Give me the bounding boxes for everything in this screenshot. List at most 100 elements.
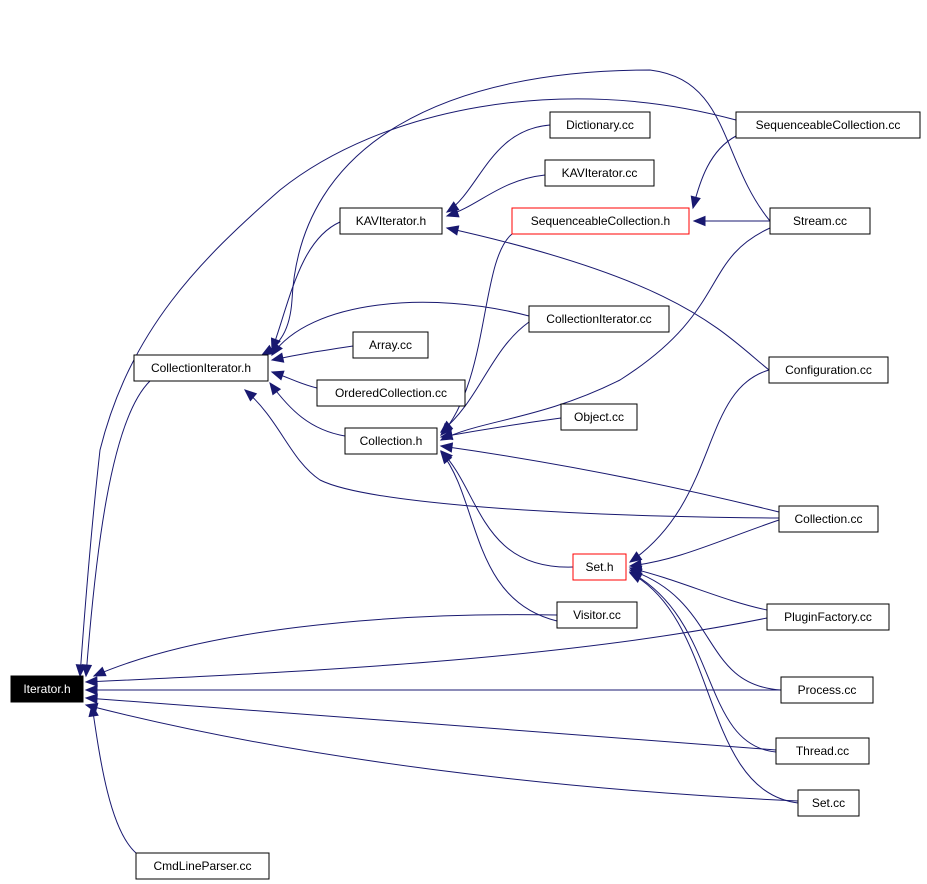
arrowhead-icon	[269, 381, 282, 396]
edge-seqcoll-cc-to-seqcoll-h	[690, 135, 737, 210]
node-label: Object.cc	[574, 410, 624, 424]
arrowhead-icon	[692, 215, 706, 227]
node-seqcoll-h[interactable]: SequenceableCollection.h	[511, 207, 690, 235]
node-set-h[interactable]: Set.h	[572, 553, 627, 581]
node-box	[797, 789, 860, 817]
edge-thread-cc-to-iterator-h	[84, 693, 777, 751]
edge-configuration-cc-to-set-h	[628, 369, 770, 563]
arrowhead-icon	[445, 225, 460, 236]
arrowhead-icon	[628, 572, 643, 583]
node-label: SequenceableCollection.cc	[756, 118, 901, 132]
arrowhead-icon	[445, 207, 460, 218]
node-box	[511, 207, 690, 235]
node-label: Iterator.h	[23, 682, 70, 696]
edge-visitor-cc-to-iterator-h	[92, 614, 558, 677]
node-array-cc[interactable]: Array.cc	[352, 331, 429, 359]
node-label: Set.cc	[812, 796, 845, 810]
node-set-cc[interactable]: Set.cc	[797, 789, 860, 817]
node-box	[778, 505, 879, 533]
edge-collectioniterator-cc-to-collection-h	[439, 321, 530, 433]
node-object-cc[interactable]: Object.cc	[560, 403, 638, 431]
node-visitor-cc[interactable]: Visitor.cc	[556, 601, 638, 629]
node-label: CollectionIterator.cc	[546, 312, 651, 326]
node-label: SequenceableCollection.h	[531, 214, 670, 228]
node-box	[135, 852, 270, 880]
node-label: Collection.cc	[794, 512, 862, 526]
node-seqcoll-cc[interactable]: SequenceableCollection.cc	[735, 111, 921, 139]
node-collection-cc[interactable]: Collection.cc	[778, 505, 879, 533]
node-label: Array.cc	[369, 338, 412, 352]
node-label: PluginFactory.cc	[784, 610, 872, 624]
node-label: KAVIterator.cc	[562, 166, 638, 180]
node-thread-cc[interactable]: Thread.cc	[775, 737, 870, 765]
node-box	[528, 305, 670, 333]
node-box	[133, 354, 269, 382]
node-label: Set.h	[585, 560, 613, 574]
edge-set-cc-to-set-h	[628, 572, 799, 804]
edge-dictionary-cc-to-kaviterator-h	[445, 124, 551, 213]
node-box	[10, 675, 84, 703]
node-orderedcollection-cc[interactable]: OrderedCollection.cc	[316, 379, 466, 407]
arrowhead-icon	[690, 195, 701, 210]
edge-pluginfactory-cc-to-iterator-h	[84, 617, 768, 687]
arrowhead-icon	[260, 344, 275, 356]
arrowhead-icon	[84, 693, 98, 704]
node-label: CollectionIterator.h	[151, 361, 251, 375]
node-configuration-cc[interactable]: Configuration.cc	[768, 356, 889, 384]
edge-kaviterator-cc-to-kaviterator-h	[445, 174, 546, 218]
node-pluginfactory-cc[interactable]: PluginFactory.cc	[766, 603, 890, 631]
arrowhead-icon	[439, 442, 454, 453]
node-box	[549, 111, 651, 139]
edge-visitor-cc-to-collection-h	[440, 450, 558, 622]
node-box	[339, 207, 443, 235]
node-label: Process.cc	[798, 683, 857, 697]
node-box	[769, 207, 871, 235]
edge-collection-cc-to-collectioniterator-h	[244, 389, 780, 519]
node-box	[316, 379, 466, 407]
edge-cmdlineparser-cc-to-iterator-h	[88, 703, 137, 854]
node-box	[544, 159, 655, 187]
node-collection-h[interactable]: Collection.h	[344, 427, 438, 455]
node-process-cc[interactable]: Process.cc	[780, 676, 874, 704]
edges-layer	[75, 69, 799, 854]
node-label: Visitor.cc	[573, 608, 621, 622]
edge-thread-cc-to-set-h	[628, 571, 777, 753]
node-kaviterator-cc[interactable]: KAVIterator.cc	[544, 159, 655, 187]
node-collectioniterator-cc[interactable]: CollectionIterator.cc	[528, 305, 670, 333]
node-stream-cc[interactable]: Stream.cc	[769, 207, 871, 235]
edge-set-cc-to-iterator-h	[84, 702, 799, 802]
node-label: Stream.cc	[793, 214, 847, 228]
edge-collection-cc-to-set-h	[628, 519, 780, 570]
arrowhead-icon	[84, 676, 98, 687]
edge-seqcoll-cc-to-iterator-h	[75, 98, 737, 678]
edge-process-cc-to-iterator-h	[84, 684, 782, 696]
node-label: KAVIterator.h	[356, 214, 426, 228]
node-collectioniterator-h[interactable]: CollectionIterator.h	[133, 354, 269, 382]
arrowhead-icon	[628, 551, 643, 563]
edge-stream-cc-to-collectioniterator-h	[260, 69, 771, 356]
node-dictionary-cc[interactable]: Dictionary.cc	[549, 111, 651, 139]
arrowhead-icon	[92, 666, 107, 677]
edge-configuration-cc-to-kaviterator-h	[445, 225, 770, 371]
node-box	[735, 111, 921, 139]
arrowhead-icon	[440, 450, 453, 465]
node-box	[556, 601, 638, 629]
edge-array-cc-to-collectioniterator-h	[270, 345, 354, 363]
node-label: CmdLineParser.cc	[153, 859, 251, 873]
node-label: Dictionary.cc	[566, 118, 634, 132]
arrowhead-icon	[84, 684, 98, 696]
edge-kaviterator-h-to-collectioniterator-h	[270, 221, 341, 352]
node-label: OrderedCollection.cc	[335, 386, 447, 400]
node-box	[766, 603, 890, 631]
node-kaviterator-h[interactable]: KAVIterator.h	[339, 207, 443, 235]
node-iterator-h[interactable]: Iterator.h	[10, 675, 84, 703]
arrowhead-icon	[84, 702, 99, 713]
edge-collection-cc-to-collection-h	[439, 442, 780, 513]
arrowhead-icon	[439, 430, 454, 441]
arrowhead-icon	[75, 664, 87, 678]
node-cmdlineparser-cc[interactable]: CmdLineParser.cc	[135, 852, 270, 880]
node-label: Collection.h	[360, 434, 423, 448]
node-box	[780, 676, 874, 704]
